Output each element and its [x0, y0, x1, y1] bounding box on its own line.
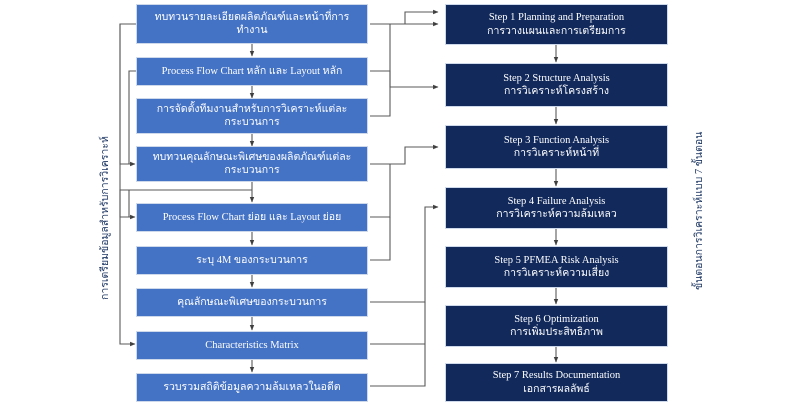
wire-L3-junction: [370, 71, 391, 117]
process-box-L2-line1: Process Flow Chart หลัก และ Layout หลัก: [161, 65, 343, 77]
step-box-R5-line1: Step 5 PFMEA Risk Analysis: [494, 254, 619, 266]
step-box-R2[interactable]: Step 2 Structure Analysis การวิเคราะห์โค…: [445, 63, 668, 107]
process-box-L6-line1: ระบุ 4M ของกระบวนการ: [196, 254, 308, 266]
process-box-L8[interactable]: Characteristics Matrix: [136, 331, 368, 360]
process-box-L8-line1: Characteristics Matrix: [205, 339, 299, 351]
wire-left-rail-L8: [119, 24, 136, 347]
step-box-R1-line2: การวางแผนและการเตรียมการ: [487, 25, 626, 37]
step-box-R3-line1: Step 3 Function Analysis: [503, 134, 610, 146]
process-box-L4-line2: กระบวนการ: [224, 165, 280, 176]
step-box-R6[interactable]: Step 6 Optimization การเพิ่มประสิทธิภาพ: [445, 305, 668, 347]
wire-L2-R2: [370, 70, 439, 90]
right-axis-label: ขั้นตอนการวิเคราะห์แบบ 7 ขั้นตอน: [694, 131, 705, 290]
process-box-L9[interactable]: รวบรวมสถิติข้อมูลความล้มเหลวในอดีต: [136, 373, 368, 402]
step-box-R7-line2: เอกสารผลลัพธ์: [523, 383, 590, 395]
wire-L9-rail: [370, 302, 426, 387]
step-box-R1-line1: Step 1 Planning and Preparation: [488, 12, 625, 24]
step-box-R5[interactable]: Step 5 PFMEA Risk Analysis การวิเคราะห์ค…: [445, 246, 668, 288]
process-box-L9-line1: รวบรวมสถิติข้อมูลความล้มเหลวในอดีต: [163, 381, 341, 393]
step-box-R7-line1: Step 7 Results Documentation: [492, 370, 621, 382]
process-box-L7-line1: คุณลักษณะพิเศษของกระบวนการ: [177, 296, 327, 308]
step-box-R6-line1: Step 6 Optimization: [514, 313, 599, 325]
step-box-R4-line2: การวิเคราะห์ความล้มเหลว: [496, 209, 617, 220]
step-box-R4-line1: Step 4 Failure Analysis: [507, 195, 606, 207]
step-box-R4[interactable]: Step 4 Failure Analysis การวิเคราะห์ความ…: [445, 187, 668, 229]
process-box-L3-line1: การจัดตั้งทีมงานสำหรับการวิเคราะห์แต่ละ: [156, 103, 348, 115]
wire-L1-R1: [370, 9, 439, 25]
process-box-L1-line1: ทบทวนรายละเอียดผลิตภัณฑ์และหน้าที่การ: [154, 11, 350, 23]
process-box-L3-line2: กระบวนการ: [224, 117, 280, 128]
step-box-R3[interactable]: Step 3 Function Analysis การวิเคราะห์หน้…: [445, 125, 668, 169]
step-box-R7[interactable]: Step 7 Results Documentation เอกสารผลลัพ…: [445, 363, 668, 402]
wire-L1-feedback-L4: [119, 23, 140, 167]
step-box-R2-line1: Step 2 Structure Analysis: [503, 72, 610, 84]
wire-L5-rail: [370, 164, 391, 218]
process-box-L2[interactable]: Process Flow Chart หลัก และ Layout หลัก: [136, 57, 368, 86]
step-box-R6-line2: การเพิ่มประสิทธิภาพ: [510, 327, 603, 338]
wire-L7-R4: [370, 204, 439, 303]
process-box-L4-line1: ทบทวนคุณลักษณะพิเศษของผลิตภัณฑ์แต่ละ: [152, 151, 352, 163]
process-box-L6[interactable]: ระบุ 4M ของกระบวนการ: [136, 246, 368, 275]
process-box-L1-line2: ทำงาน: [236, 25, 268, 36]
process-box-L4[interactable]: ทบทวนคุณลักษณะพิเศษของผลิตภัณฑ์แต่ละ กระ…: [136, 146, 368, 182]
process-box-L1[interactable]: ทบทวนรายละเอียดผลิตภัณฑ์และหน้าที่การ ทำ…: [136, 4, 368, 44]
wire-L4-R3: [370, 144, 439, 165]
process-box-L5[interactable]: Process Flow Chart ย่อย และ Layout ย่อย: [136, 203, 368, 232]
step-box-R2-line2: การวิเคราะห์โครงสร้าง: [504, 86, 609, 97]
step-box-R3-line2: การวิเคราะห์หน้าที่: [513, 148, 600, 159]
wire-L6-rail: [370, 217, 391, 261]
process-box-L5-line1: Process Flow Chart ย่อย และ Layout ย่อย: [162, 211, 342, 223]
left-axis-label: การเตรียมข้อมูลสำหรับการวิเคราะห์: [100, 136, 111, 300]
step-box-R1[interactable]: Step 1 Planning and Preparation การวางแผ…: [445, 4, 668, 45]
step-box-R5-line2: การวิเคราะห์ความเสี่ยง: [503, 268, 610, 279]
process-box-L3[interactable]: การจัดตั้งทีมงานสำหรับการวิเคราะห์แต่ละ …: [136, 98, 368, 134]
process-box-L7[interactable]: คุณลักษณะพิเศษของกระบวนการ: [136, 288, 368, 317]
